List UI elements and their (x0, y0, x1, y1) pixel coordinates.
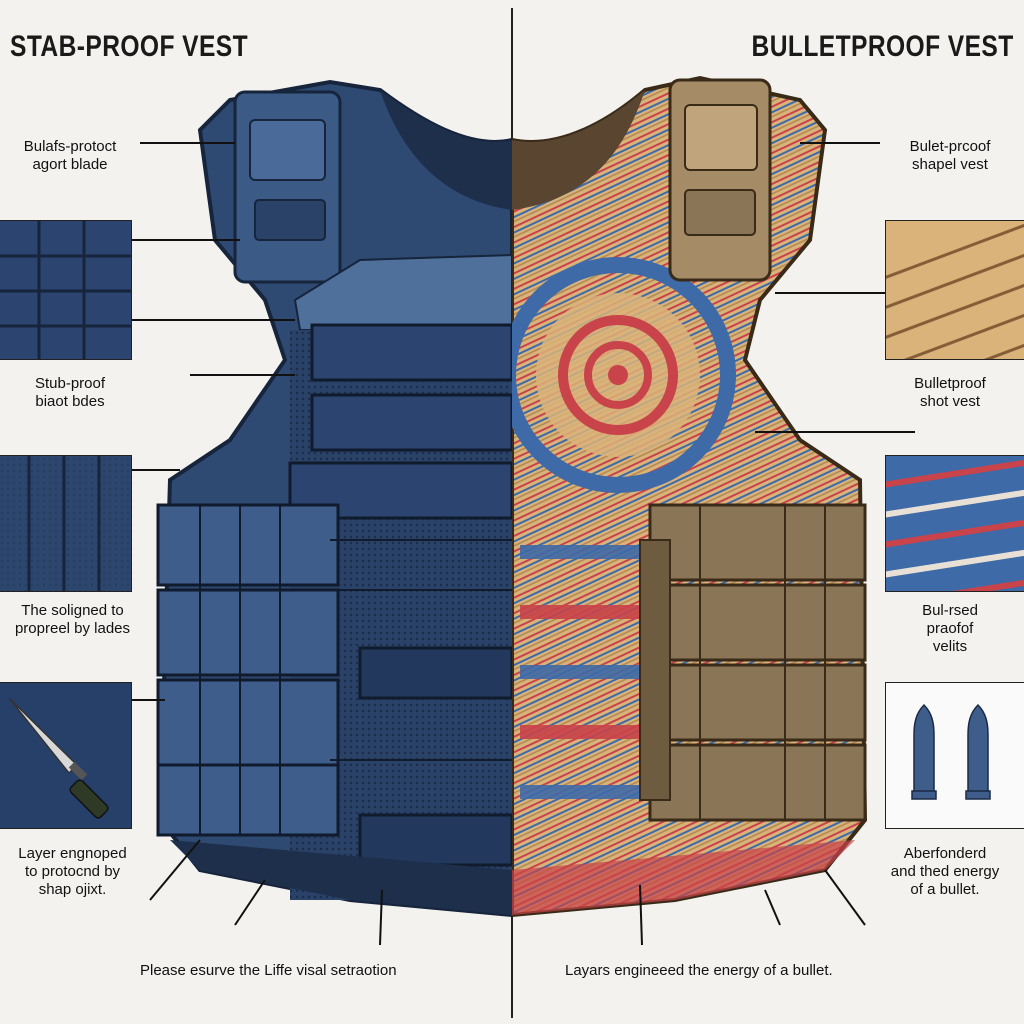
right-title: BULLETPROOF VEST (751, 30, 1014, 63)
right-callout-lines (639, 142, 915, 946)
stab-vest (156, 79, 512, 918)
left-label-2: Stub-proof biaot bdes (34, 375, 106, 410)
right-swatch-3 (885, 682, 1024, 829)
left-label-1: Bulafs-protoct agort blade (23, 138, 117, 173)
right-label-1: Bulet-prcoof shapel vest (909, 138, 991, 173)
left-label-3: The soligned to propreel by lades (14, 602, 131, 637)
right-swatch-1 (885, 220, 1024, 360)
left-label-4: Layer engnoped to protocnd by shap ojixt… (18, 845, 127, 898)
right-label-3: Bul-rsed praofof velits (922, 602, 978, 655)
bulletproof-vest (512, 75, 868, 918)
left-swatch-1 (0, 220, 132, 360)
bullet-icon (911, 703, 991, 800)
right-label-2: Bulletproof shot vest (914, 375, 986, 410)
right-label-4: Aberfonderd and thed energy of a bullet. (890, 845, 1000, 898)
right-footer-caption: Layars engineeed the energy of a bullet. (565, 962, 833, 979)
left-swatch-3 (0, 682, 132, 829)
left-callout-lines (132, 142, 383, 946)
left-title: STAB-PROOF VEST (10, 30, 249, 63)
right-swatch-2 (885, 455, 1024, 592)
left-footer-caption: Please esurve the Liffe visal setraotion (140, 962, 397, 979)
left-swatch-2 (0, 455, 132, 592)
knife-icon (0, 683, 131, 828)
